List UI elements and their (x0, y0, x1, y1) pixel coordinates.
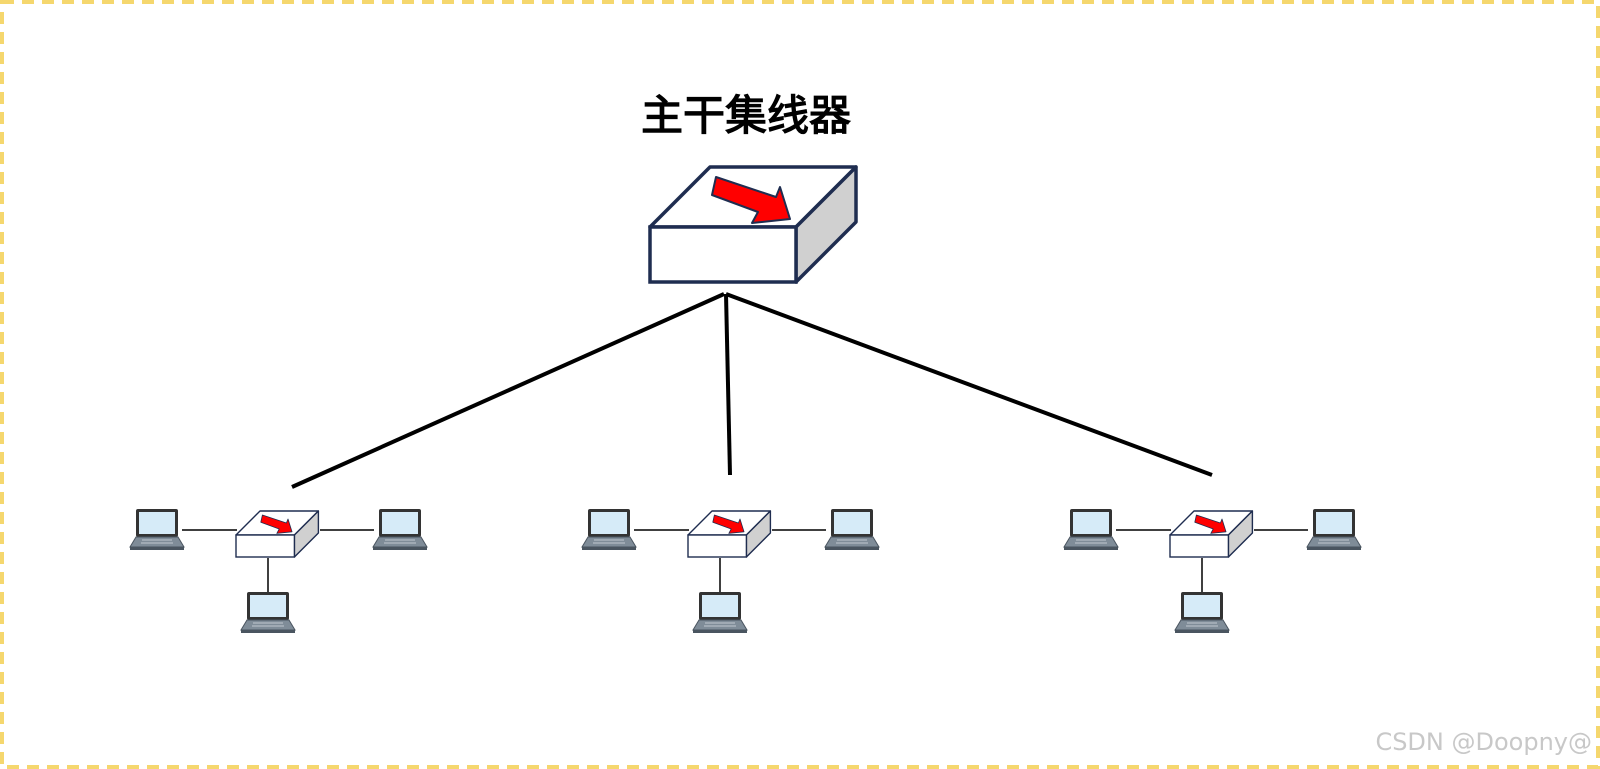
hub-group-center (581, 508, 880, 634)
laptop-icon (581, 508, 637, 551)
laptop-icon (372, 508, 428, 551)
laptop-icon (1306, 508, 1362, 551)
hub-group-left (129, 508, 428, 634)
hub-group-right (1063, 508, 1362, 634)
watermark: CSDN @Doopny@ (1375, 728, 1592, 756)
group-hub-icon (235, 510, 320, 558)
backbone-link-left (291, 292, 725, 489)
backbone-link-right (725, 292, 1213, 477)
core-hub-icon (648, 165, 858, 284)
laptop-icon (692, 591, 748, 634)
laptop-icon (1174, 591, 1230, 634)
group-hub-icon (687, 510, 772, 558)
backbone-link-center (724, 293, 732, 476)
diagram-title: 主干集线器 (641, 91, 852, 140)
group-hub-icon (1169, 510, 1254, 558)
laptop-icon (240, 591, 296, 634)
laptop-icon (129, 508, 185, 551)
laptop-icon (824, 508, 880, 551)
laptop-icon (1063, 508, 1119, 551)
